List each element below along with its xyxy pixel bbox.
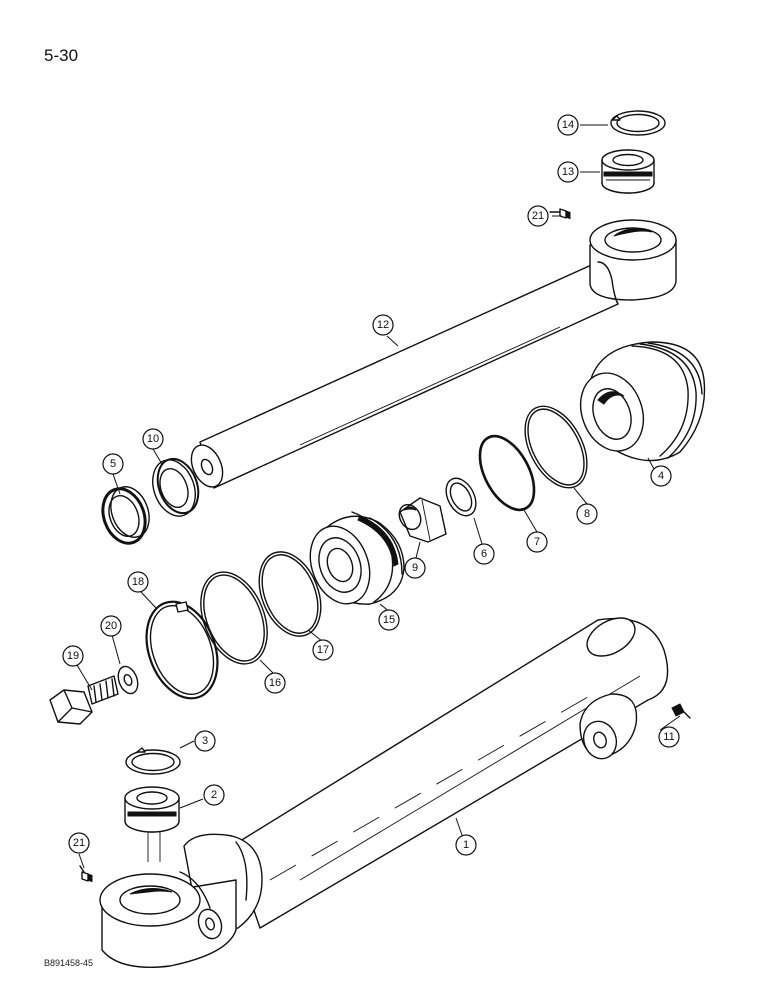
washer-20 [117,665,139,695]
seal-ring-7 [478,434,536,512]
callout-1: 1 [455,834,477,856]
svg-text:18: 18 [132,576,144,588]
callout-14: 14 [557,114,579,136]
svg-text:1: 1 [463,839,469,851]
callout-13: 13 [557,161,579,183]
callout-9: 9 [404,557,426,579]
cap-screw-19 [49,675,119,725]
svg-text:6: 6 [481,548,487,560]
callout-3: 3 [194,730,216,752]
callout-15: 15 [378,609,400,631]
svg-text:2: 2 [211,789,217,801]
callout-12: 12 [372,314,394,336]
backup-ring-6 [445,477,477,517]
bearing-bottom [124,786,180,862]
svg-text:17: 17 [317,644,329,656]
grease-fitting-top [549,208,571,220]
callout-4: 4 [650,465,672,487]
o-ring-8 [524,405,588,489]
grease-fitting-bottom [79,865,93,883]
svg-text:13: 13 [562,166,574,178]
callout-6: 6 [473,543,495,565]
rod-seal-10 [152,457,200,517]
svg-text:8: 8 [584,508,590,520]
grease-fitting-side [671,703,691,719]
callout-21-bottom: 21 [68,832,90,854]
callout-11: 11 [658,726,680,748]
svg-text:7: 7 [534,536,540,548]
svg-text:15: 15 [383,614,395,626]
svg-text:10: 10 [147,433,159,445]
cylinder-barrel [99,617,669,968]
page-number: 5-30 [44,46,79,65]
svg-text:9: 9 [412,562,418,574]
svg-text:4: 4 [658,470,664,482]
svg-text:21: 21 [73,837,85,849]
figure-code: B891458-45 [44,958,94,968]
bearing-top [601,149,655,194]
spacer-9 [398,497,447,543]
callout-19: 19 [62,645,84,667]
piston-rod [190,219,677,489]
svg-text:14: 14 [562,119,574,131]
svg-text:16: 16 [269,677,281,689]
snap-ring-bottom [125,747,181,775]
callout-8: 8 [576,503,598,525]
svg-text:19: 19 [67,650,79,662]
svg-text:12: 12 [377,319,389,331]
svg-text:5: 5 [110,458,116,470]
callout-20: 20 [100,615,122,637]
split-ring-18 [145,600,219,700]
svg-text:21: 21 [532,210,544,222]
callout-16: 16 [264,672,286,694]
cylinder-head [579,341,706,462]
snap-ring-top [610,110,666,136]
wear-ring-17 [258,551,322,637]
callout-18: 18 [127,571,149,593]
callout-21-top: 21 [527,205,549,227]
callout-10: 10 [142,428,164,450]
svg-text:20: 20 [105,620,117,632]
svg-text:11: 11 [663,731,674,743]
callout-17: 17 [312,639,334,661]
svg-text:3: 3 [202,735,208,747]
piston-15 [309,511,405,605]
callout-7: 7 [526,531,548,553]
callout-5: 5 [102,453,124,475]
wiper-seal-5 [101,486,150,545]
callout-2: 2 [203,784,225,806]
